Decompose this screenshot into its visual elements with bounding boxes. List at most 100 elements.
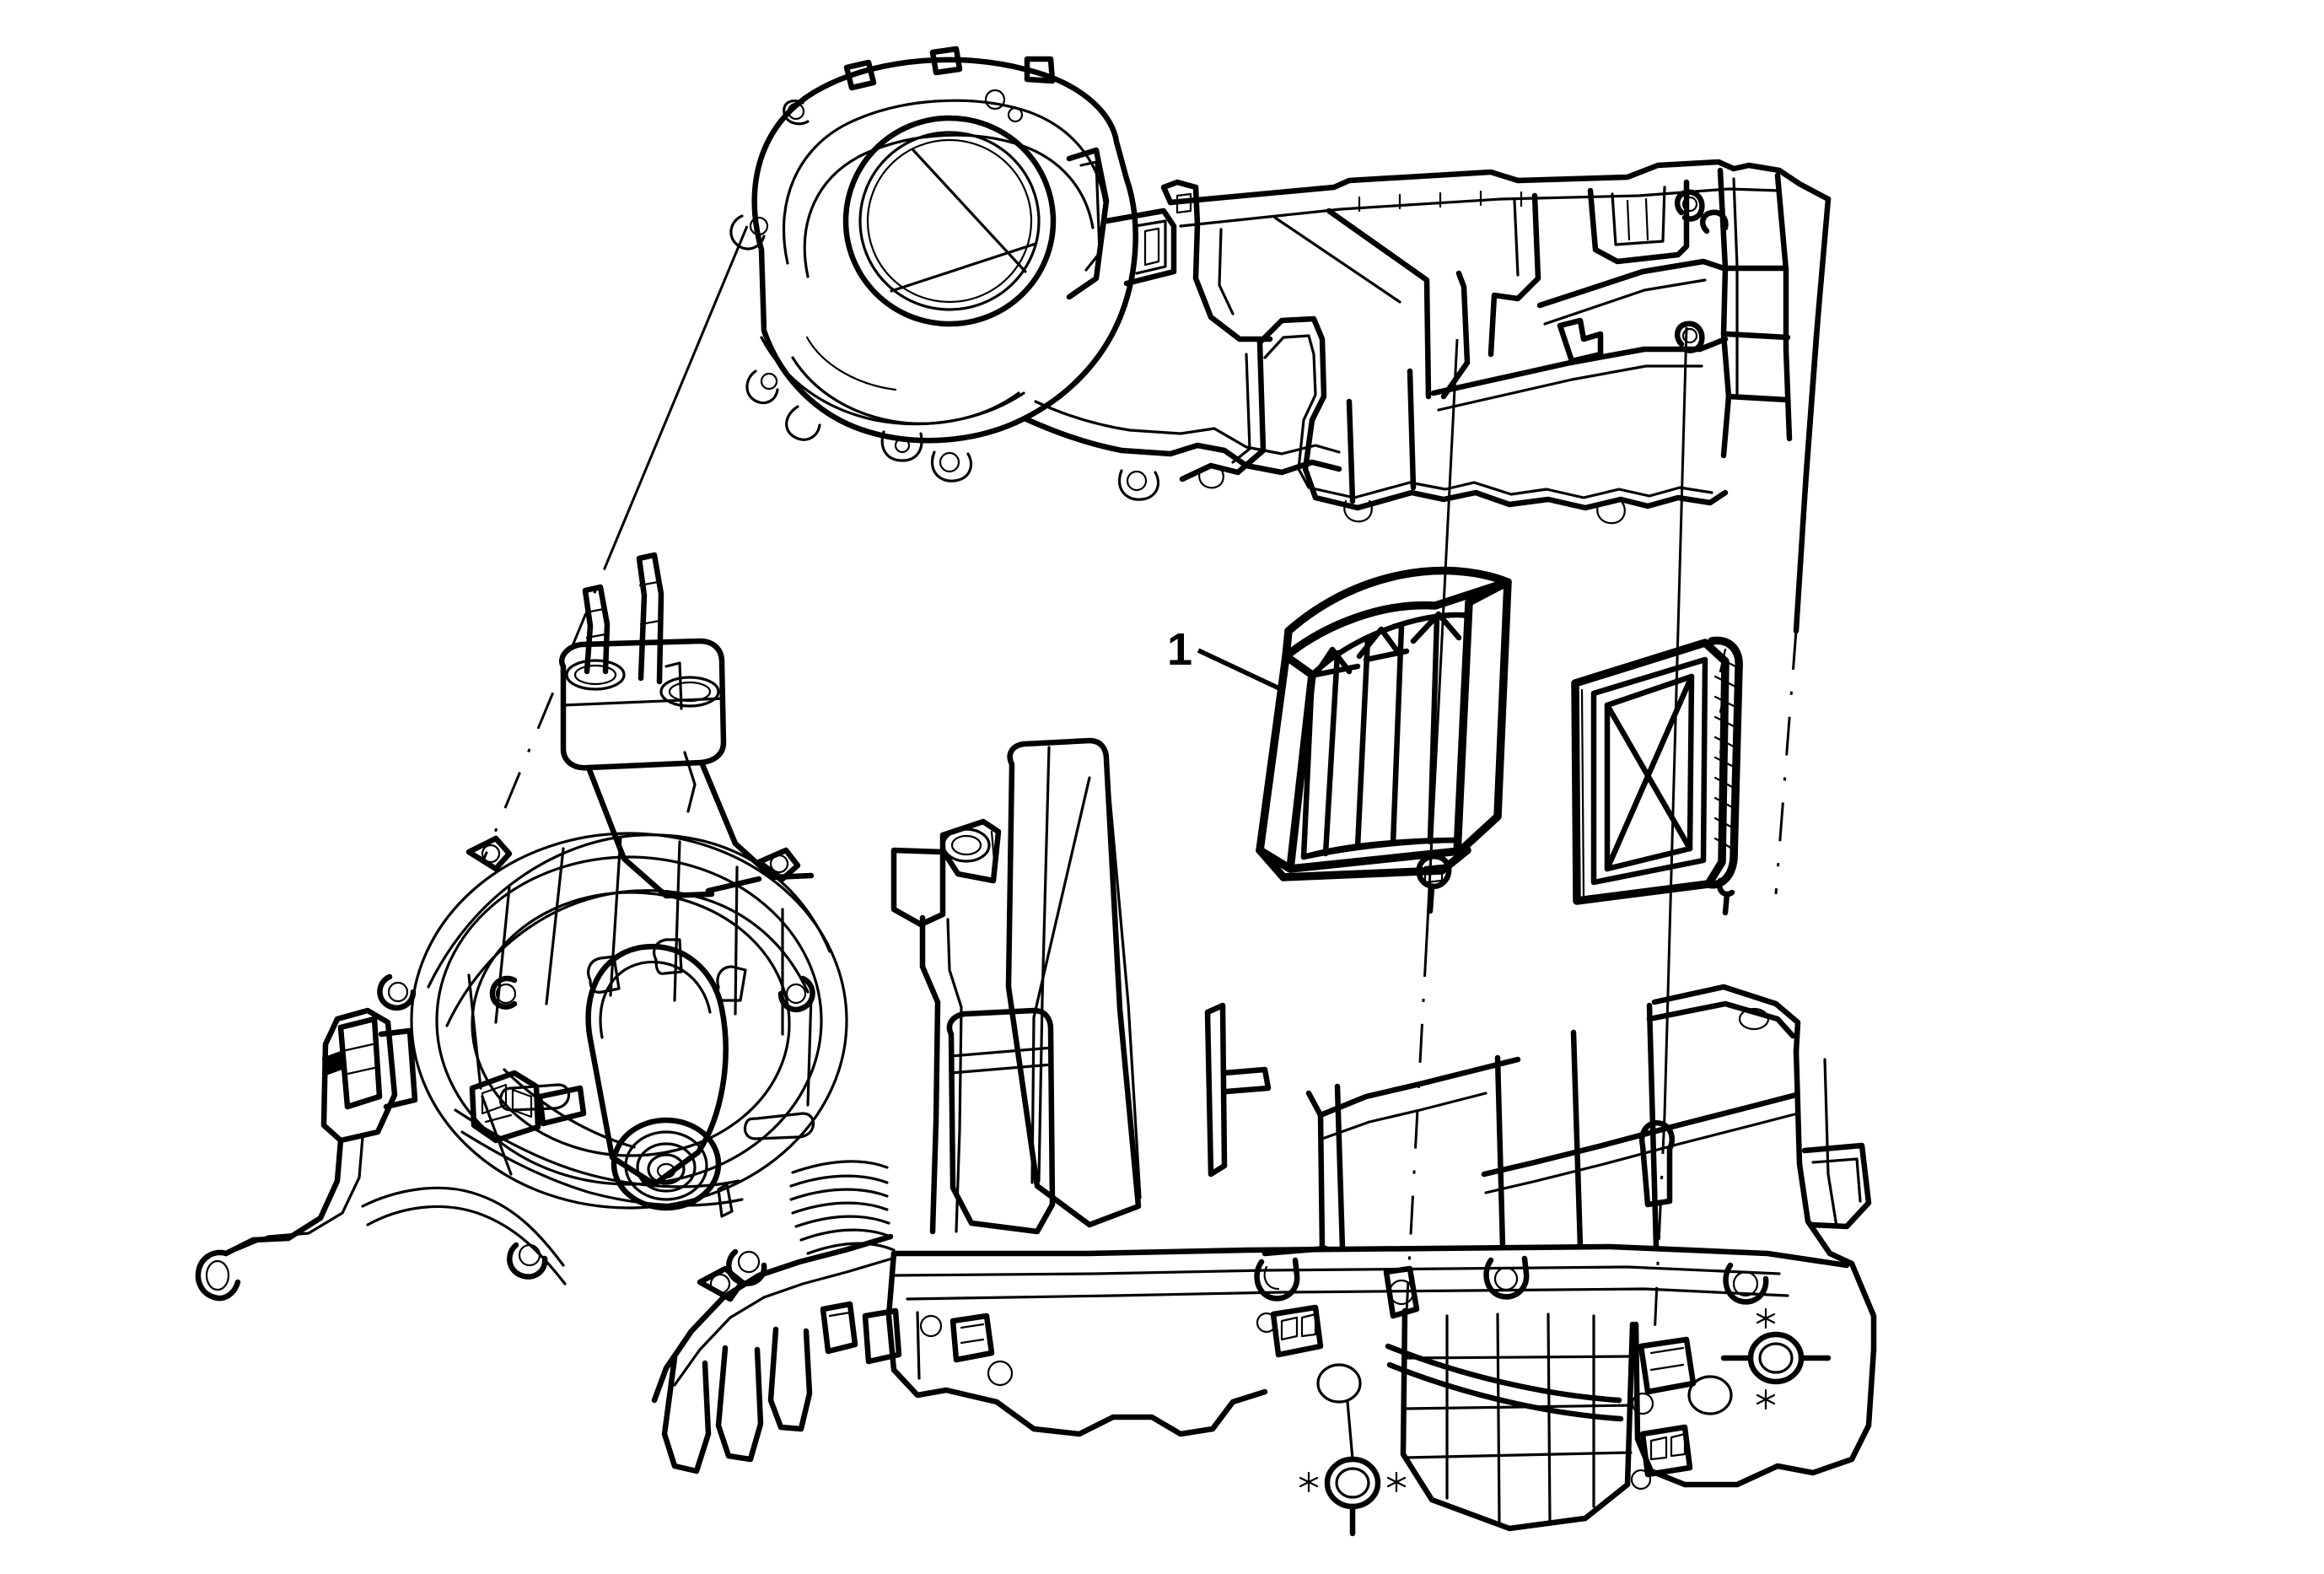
blower-mount-tabs	[783, 46, 1056, 126]
motor-shaft-ring-2	[624, 1130, 708, 1201]
index-mark-r6	[1756, 1393, 1776, 1405]
resistor-tail	[536, 1085, 587, 1127]
chamber-top-bracket	[1651, 984, 1801, 1056]
actuator-mount-right	[1630, 1307, 1832, 1490]
lower-case-hole-2	[987, 1360, 1014, 1387]
seal-hatch-v-2	[1719, 688, 1727, 714]
case-right-wall-front	[1717, 167, 1732, 459]
case-right-wall-inner	[1732, 177, 1739, 395]
door-pivot-slot	[1423, 864, 1444, 884]
grid-h-3	[1405, 1451, 1633, 1459]
lower-case-sweep-tube-2	[1386, 1361, 1624, 1422]
upper-case-duct	[1160, 159, 1832, 634]
duct-center-blade	[1440, 270, 1471, 400]
latch-clip-1-inner	[1263, 1265, 1280, 1291]
evap-cover-fold-2	[1037, 746, 1051, 1183]
lower-case-plug-1-rib	[960, 1323, 985, 1329]
upper-case-deck-ribs	[1358, 190, 1523, 213]
seal-hatch-9	[1713, 817, 1735, 830]
left-shoulder-outline-2	[673, 1257, 894, 1387]
latch-clip-2	[1483, 1255, 1530, 1300]
recirc-door-frame-inner	[1590, 656, 1708, 886]
flange-hole-3	[387, 981, 409, 1003]
door-chevron-1	[1312, 646, 1353, 678]
motor-slot-3	[716, 965, 747, 1002]
blower-lower-eyelet-tab-2	[1117, 469, 1160, 501]
seal-hatch-3	[1713, 695, 1737, 709]
flange-hole-5	[785, 983, 807, 1005]
left-shoulder-plug	[820, 1301, 858, 1355]
recirc-door-pivot	[1716, 877, 1735, 898]
lower-case-right-wall	[1793, 1046, 1855, 1267]
duct-funnel-diag	[1273, 216, 1401, 304]
flange-tab-4	[489, 975, 518, 1010]
connector-keyway	[322, 1051, 342, 1076]
duct-left-wall	[1192, 221, 1273, 342]
callout-1-leader-line	[1197, 648, 1283, 692]
case-right-wall-mid	[1774, 172, 1793, 442]
door-chevron-tie-2	[1363, 648, 1410, 663]
blower-lower-eyelet-tab-1	[930, 450, 973, 482]
blower-inlet-facet-1	[912, 148, 1027, 273]
lower-case-left-rib-1	[916, 1311, 921, 1380]
recirculation-door	[1571, 636, 1743, 916]
evap-cover-fold-1	[1030, 776, 1091, 1184]
actuator-right-label-plate	[1639, 1424, 1693, 1478]
flange-hole-1	[481, 844, 501, 864]
fan-blade-3	[609, 835, 622, 997]
case-right-step-3	[1725, 393, 1791, 403]
recirc-door-pin	[1722, 891, 1730, 916]
flange-tab-3	[377, 973, 417, 1011]
latch-clip-2-hole	[1493, 1266, 1519, 1291]
upper-case-apron-left	[1179, 339, 1267, 482]
assembly-line-recirc-door-solid	[1663, 326, 1688, 1116]
motor-shaft-center	[656, 1162, 676, 1179]
connector-wire	[223, 1137, 344, 1257]
case-diag-strut-upper	[1536, 258, 1727, 309]
fan-cage-outer	[410, 832, 848, 1210]
lower-case-grid	[1403, 1313, 1634, 1525]
motor-body	[585, 943, 729, 1188]
lower-case-left-shoulder	[651, 1233, 902, 1474]
actuator-right-plate-mark-1	[1649, 1436, 1668, 1461]
heater-core-pipe-fittings	[559, 552, 815, 899]
heater-port-1-inner	[573, 664, 617, 686]
actuator-right-screw	[1630, 1469, 1652, 1490]
left-shoulder-leg-1	[661, 1355, 712, 1474]
latch-clip-1	[1254, 1257, 1300, 1302]
duct-center-divider-inner	[1513, 199, 1520, 277]
evap-hose-boss-rib	[990, 830, 997, 872]
connector-latch	[378, 1027, 418, 1110]
electrical-connector	[195, 1007, 418, 1302]
motor-slot-2	[653, 938, 683, 975]
seal-hatch-v-4	[1719, 769, 1727, 795]
door-flute-3	[1390, 623, 1405, 847]
blower-resistor-block	[469, 1070, 587, 1144]
duct-left-wall-inner	[1218, 228, 1235, 315]
assembly-line-blower-dashed	[482, 533, 621, 860]
motor-slot-5	[743, 1112, 815, 1140]
motor-slot-6	[717, 1183, 734, 1218]
door-top-edge	[1282, 566, 1512, 660]
chamber-left-wall	[1305, 1090, 1326, 1252]
wire-terminal-hole	[205, 1259, 230, 1291]
heater-block-step	[664, 661, 683, 710]
left-shoulder-leg-3	[767, 1326, 813, 1432]
upper-case-left-tab	[1160, 179, 1201, 228]
lower-case-plug-1-rib-2	[960, 1338, 985, 1345]
door-flute-2	[1354, 634, 1371, 850]
chamber-left-wall-2	[1334, 1083, 1346, 1252]
door-chevron-2	[1356, 626, 1403, 660]
seal-hatch-8	[1713, 796, 1735, 810]
coil-1	[791, 1160, 889, 1174]
door-flute-4	[1427, 614, 1440, 845]
blower-mount-tab-2	[929, 46, 963, 76]
blower-clip-arm	[1066, 147, 1110, 300]
upper-case-left-tab-slot	[1175, 192, 1192, 214]
lower-rail-notch	[1262, 1245, 1329, 1257]
evap-hose-tube	[919, 914, 941, 1235]
blower-lower-eyelet-2	[1126, 470, 1148, 492]
blower-mount-tab-3	[1024, 56, 1056, 84]
blower-volute-tongue	[805, 336, 897, 391]
resistor-pin-2	[511, 1088, 533, 1119]
